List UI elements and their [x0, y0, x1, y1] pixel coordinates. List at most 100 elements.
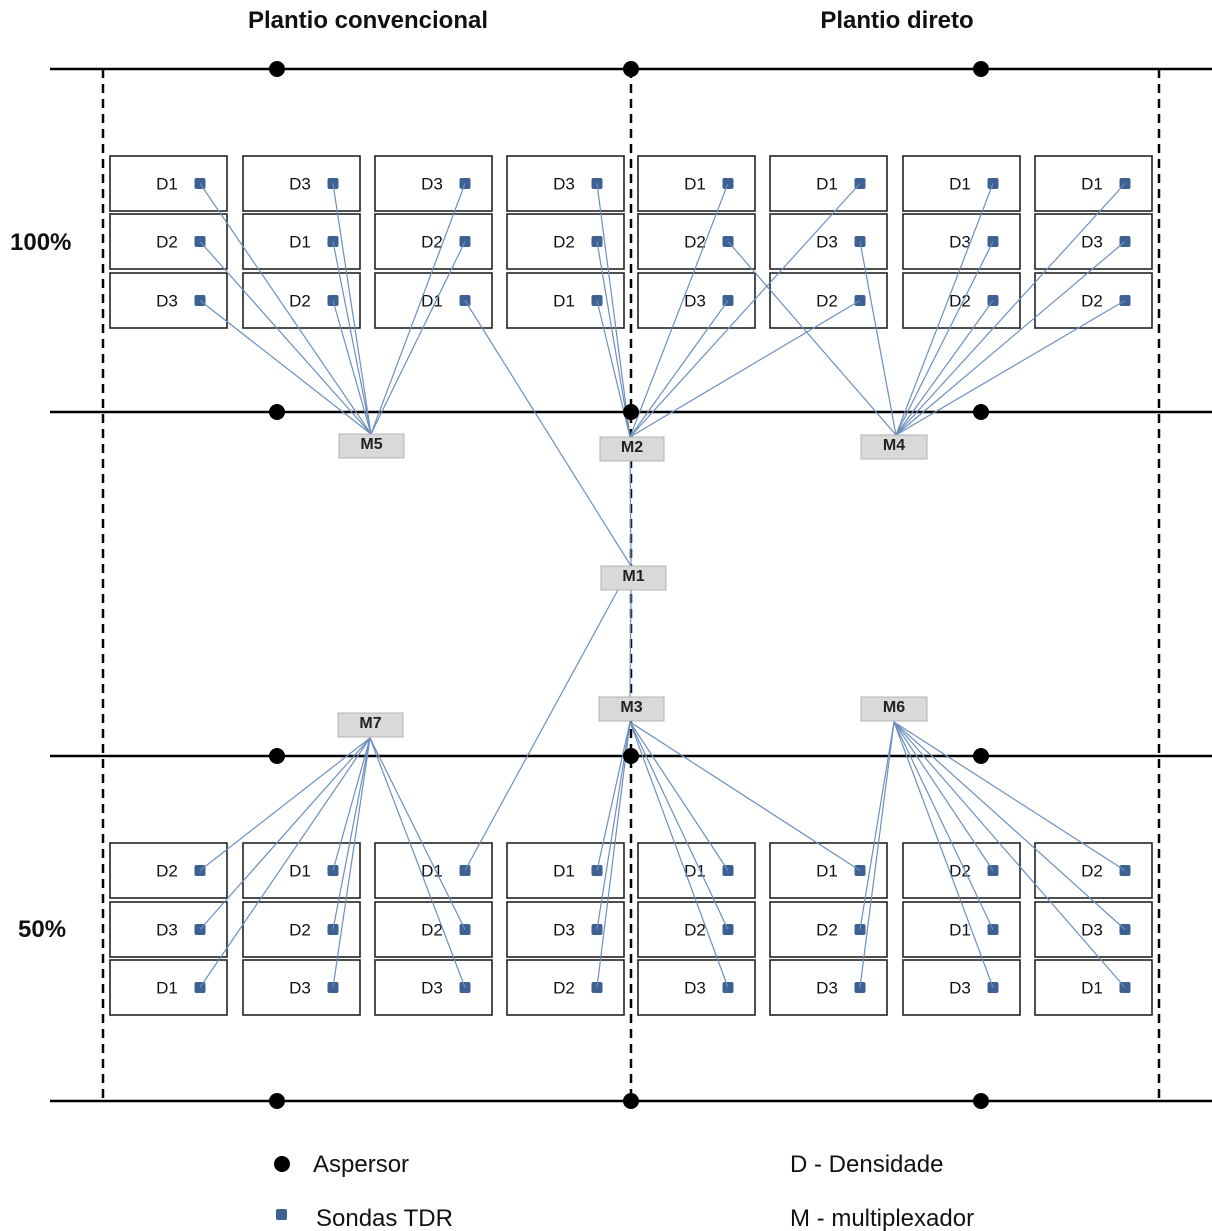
probe-wire — [895, 183, 1126, 436]
plot-box — [506, 155, 625, 212]
multiplexer-box — [860, 434, 928, 460]
density-label: D2 — [816, 921, 838, 940]
title-plantio-convencional: Plantio convencional — [248, 7, 488, 34]
plot-box — [109, 155, 228, 212]
probe-wire — [629, 721, 729, 930]
plot-cell: D2 — [242, 901, 361, 958]
sprinkler-icon — [623, 748, 639, 764]
plot-cell: D2 — [1034, 272, 1153, 329]
mux-link-m1-m3 — [629, 589, 632, 698]
probe-wire — [629, 721, 729, 988]
density-label: D2 — [684, 233, 706, 252]
probe-wire — [596, 721, 631, 988]
probe-wire — [895, 241, 1126, 436]
density-label: D1 — [553, 862, 575, 881]
plot-cell: D3 — [374, 959, 493, 1016]
density-label: D3 — [684, 979, 706, 998]
plot-cell: D2 — [637, 213, 756, 270]
sprinkler-icon — [973, 404, 989, 420]
plot-cell: D3 — [242, 155, 361, 212]
plot-cell: D3 — [637, 959, 756, 1016]
density-label: D2 — [156, 862, 178, 881]
probe-wire — [893, 721, 1126, 930]
density-label: D3 — [1081, 921, 1103, 940]
probe-wire — [895, 241, 994, 436]
density-label: D3 — [553, 921, 575, 940]
multiplexer-box — [338, 433, 405, 459]
plot-cell: D3 — [1034, 213, 1153, 270]
sprinkler-icon — [973, 61, 989, 77]
density-label: D1 — [289, 233, 311, 252]
plot-grid: D1D2D3D3D1D2D3D2D1D3D2D1D1D2D3D1D3D2D1D3… — [109, 155, 1153, 1016]
density-label: D2 — [421, 921, 443, 940]
multiplexer-m6: M6 — [860, 696, 928, 722]
plot-box — [1034, 959, 1153, 1016]
probe-wire — [893, 721, 994, 988]
plot-box — [1034, 213, 1153, 270]
multiplexer-label: M7 — [359, 715, 381, 732]
density-label: D3 — [289, 979, 311, 998]
plot-box — [902, 272, 1021, 329]
multiplexer-m5: M5 — [338, 433, 405, 459]
multiplexer-box — [598, 696, 665, 722]
sprinkler-icon — [623, 404, 639, 420]
multiplexer-m2: M2 — [599, 436, 665, 462]
plot-box — [374, 272, 493, 329]
plot-box — [1034, 842, 1153, 899]
plot-cell: D3 — [506, 155, 625, 212]
legend-density-label: D - Densidade — [790, 1151, 943, 1178]
density-label: D3 — [949, 233, 971, 252]
multiplexer-label: M5 — [360, 436, 382, 453]
plot-cell: D1 — [637, 842, 756, 899]
legend-sprinkler-icon — [274, 1156, 290, 1172]
plot-box — [374, 155, 493, 212]
probe-wire — [893, 721, 1126, 988]
plot-cell: D3 — [1034, 901, 1153, 958]
legend-multiplexer-label: M - multiplexador — [790, 1205, 974, 1231]
plot-cell: D3 — [109, 272, 228, 329]
density-label: D2 — [949, 862, 971, 881]
title-plantio-direto: Plantio direto — [820, 7, 973, 34]
probe-wire — [629, 721, 861, 872]
density-label: D2 — [156, 233, 178, 252]
density-label: D1 — [684, 862, 706, 881]
plot-cell: D1 — [374, 842, 493, 899]
density-label: D1 — [421, 292, 443, 311]
multiplexer-box — [337, 712, 404, 738]
probe-wire — [629, 721, 729, 871]
sprinklers — [269, 61, 989, 1109]
probe-wire — [596, 721, 631, 871]
plot-cell: D1 — [637, 155, 756, 212]
probe-wire — [893, 721, 1126, 872]
plot-box — [374, 901, 493, 958]
plot-box — [1034, 901, 1153, 958]
density-label: D1 — [816, 862, 838, 881]
plot-cell: D2 — [374, 213, 493, 270]
legend-sprinkler-label: Aspersor — [313, 1151, 409, 1178]
density-label: D3 — [421, 979, 443, 998]
sprinkler-icon — [269, 61, 285, 77]
probe-wire — [629, 300, 729, 438]
plot-cell: D3 — [902, 213, 1021, 270]
probe-wire — [369, 737, 466, 988]
plot-box — [637, 272, 756, 329]
plot-cell: D2 — [506, 213, 625, 270]
probe-wire — [199, 241, 372, 435]
plot-cell: D1 — [902, 155, 1021, 212]
density-label: D2 — [553, 979, 575, 998]
sprinkler-icon — [269, 1093, 285, 1109]
plot-box — [637, 155, 756, 212]
plot-cell: D2 — [902, 272, 1021, 329]
multiplexer-label: M4 — [883, 437, 905, 454]
probe-wire — [332, 737, 371, 930]
plot-box — [109, 842, 228, 899]
density-label: D3 — [816, 979, 838, 998]
density-label: D1 — [816, 175, 838, 194]
plot-box — [109, 959, 228, 1016]
plot-box — [374, 959, 493, 1016]
probe-wire — [370, 183, 466, 435]
probe-wire — [895, 183, 994, 436]
probe-wire — [893, 721, 994, 930]
plot-cell: D3 — [637, 272, 756, 329]
